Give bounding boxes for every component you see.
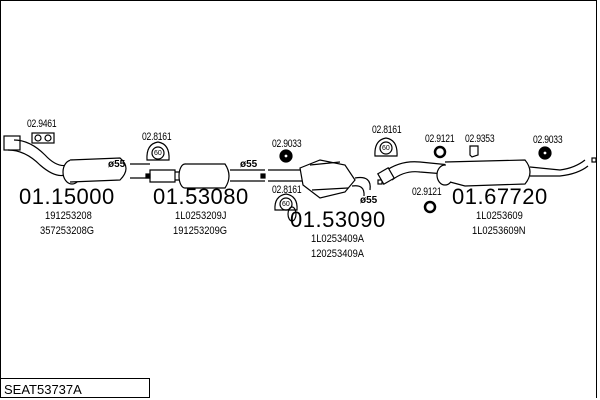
hanger-icon[interactable] [538, 146, 552, 160]
oe-number: 1L0253609 [476, 210, 523, 222]
ring-icon[interactable] [423, 200, 437, 214]
part-number[interactable]: 01.53090 [290, 207, 386, 232]
oe-number: 120253409A [311, 248, 365, 260]
clamp-ref[interactable]: 02.8161 [272, 184, 302, 196]
diameter-label: ø55 [360, 195, 378, 206]
gasket-ref[interactable]: 02.9461 [27, 118, 57, 130]
oe-number: 1L0253409A [311, 233, 365, 245]
clamp-size-label: 60 [282, 201, 290, 208]
clamp-icon[interactable] [274, 193, 298, 222]
oe-number: 191253209G [173, 225, 228, 237]
oe-number: 1L0253209J [175, 210, 227, 222]
center-muffler-part[interactable] [145, 163, 265, 189]
ring-ref[interactable]: 02.9121 [425, 133, 455, 145]
clamp-ref[interactable]: 02.8161 [372, 124, 402, 136]
bracket-icon[interactable] [469, 145, 479, 158]
part-number[interactable]: 01.67720 [452, 184, 548, 209]
part-number[interactable]: 01.53080 [153, 184, 249, 209]
clamp-size-label: 60 [154, 150, 162, 157]
ring-ref[interactable]: 02.9121 [412, 186, 442, 198]
diameter-label: ø55 [108, 159, 126, 170]
oe-number: 357253208G [40, 225, 95, 237]
bracket-ref[interactable]: 02.9353 [465, 133, 495, 145]
diagram-code-label: SEAT53737A [0, 378, 150, 398]
front-pipe-part[interactable] [3, 135, 150, 185]
gasket-icon[interactable] [31, 132, 55, 144]
clamp-icon[interactable] [146, 141, 170, 161]
hanger-ref[interactable]: 02.9033 [533, 134, 563, 146]
diameter-label: ø55 [240, 159, 258, 170]
ring-icon[interactable] [433, 145, 447, 159]
hanger-ref[interactable]: 02.9033 [272, 138, 302, 150]
middle-muffler-part[interactable] [260, 159, 383, 199]
clamp-ref[interactable]: 02.8161 [142, 131, 172, 143]
hanger-icon[interactable] [279, 149, 293, 163]
clamp-icon[interactable] [374, 137, 398, 157]
clamp-size-label: 60 [382, 145, 390, 152]
part-number[interactable]: 01.15000 [19, 184, 115, 209]
rear-muffler-part[interactable] [376, 157, 597, 187]
oe-number: 191253208 [45, 210, 92, 222]
oe-number: 1L0253609N [472, 225, 526, 237]
